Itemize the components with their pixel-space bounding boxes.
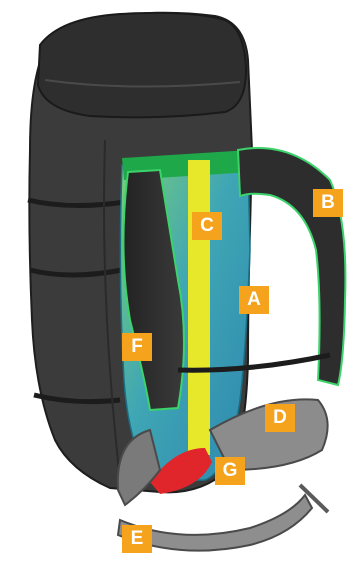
callout-g: G: [215, 457, 245, 485]
center-channel: [188, 160, 210, 455]
callout-c: C: [192, 212, 222, 240]
top-lid: [38, 13, 246, 117]
right-shoulder-strap: [238, 148, 345, 385]
callout-d: D: [265, 404, 295, 432]
callout-b: B: [313, 189, 343, 217]
callout-a: A: [239, 286, 269, 314]
callout-f: F: [122, 333, 152, 361]
callout-e: E: [122, 525, 152, 553]
